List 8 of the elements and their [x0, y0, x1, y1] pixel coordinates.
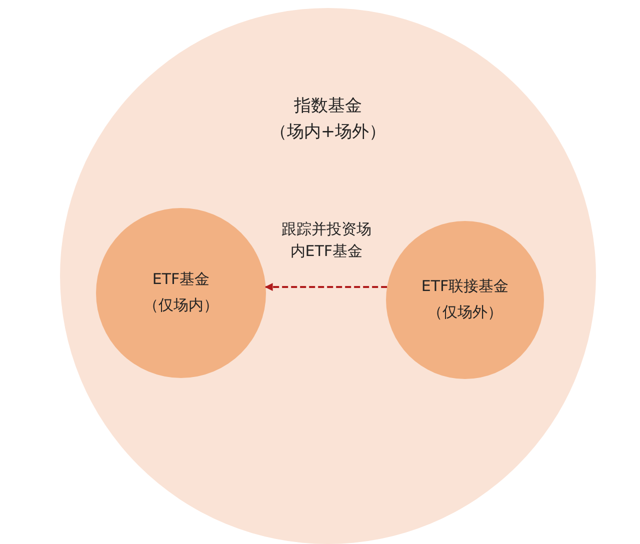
circle-subtitle: （仅场内） [142, 296, 220, 315]
circle-subtitle: （仅场外） [426, 303, 504, 322]
circle-title: 指数基金 [293, 95, 363, 117]
circle-subtitle: （场内+场外） [268, 121, 388, 143]
edge-label: 跟踪并投资场内ETF基金 [280, 219, 372, 262]
arrow [264, 283, 388, 291]
circle-title: ETF联接基金 [420, 277, 510, 296]
circle-title: ETF基金 [151, 270, 211, 289]
